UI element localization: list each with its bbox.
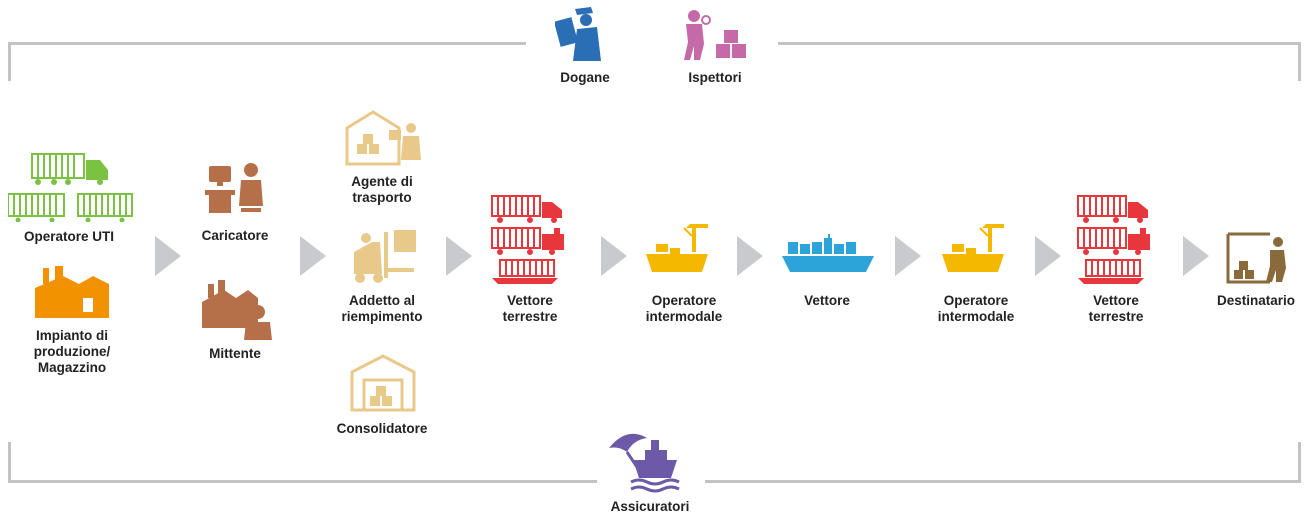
top-bracket-left [8,42,526,81]
flow-arrow-1 [155,236,181,276]
agent-warehouse-icon [345,110,421,166]
mittente-label: Mittente [209,346,261,361]
factory-icon [35,266,109,318]
vettore-terrestre-2-label: Vettore terrestre [1088,293,1144,324]
operatore-intermodale-1-label: Operatore intermodale [645,293,723,324]
land-carrier-icon-1 [491,195,564,284]
container-ship-icon [782,234,874,272]
operatore-intermodale-2-label: Operatore intermodale [937,293,1015,324]
flow-arrow-4 [601,236,627,276]
vettore-terrestre-1-label: Vettore terrestre [502,293,558,324]
flow-arrow-7 [1035,236,1061,276]
bottom-bracket-right [705,442,1301,483]
addetto-label: Addetto al riempimento [341,293,423,324]
caricatore-label: Caricatore [201,228,269,243]
inspector-icon [684,10,746,60]
top-bracket-right [778,42,1301,81]
insurer-umbrella-ship-icon [609,433,680,493]
flow-arrow-8 [1183,236,1209,276]
impianto-label: Impianto di produzione/ Magazzino [33,328,111,375]
shipper-desk-icon [205,163,263,213]
consolidatore-label: Consolidatore [336,421,428,436]
dogane-label: Dogane [560,70,610,85]
ispettori-label: Ispettori [688,70,742,85]
destinatario-label: Destinatario [1216,293,1296,308]
forklift-icon [354,230,416,283]
intermodal-crane-icon-2 [942,224,1004,272]
mittente-icon [202,280,272,340]
consolidator-warehouse-icon [350,354,416,412]
flow-arrow-5 [737,236,763,276]
bottom-bracket-left [8,442,597,483]
consignee-icon [1226,232,1286,284]
assicuratori-label: Assicuratori [610,499,690,514]
vettore-label: Vettore [804,293,850,308]
customs-officer-icon [555,7,601,61]
flow-arrow-6 [895,236,921,276]
intermodal-trains-icon [8,153,133,222]
flow-arrow-2 [300,236,326,276]
intermodal-crane-icon-1 [646,224,708,272]
flow-arrow-3 [446,236,472,276]
agente-label: Agente di trasporto [351,174,413,205]
land-carrier-icon-2 [1077,195,1150,284]
operatore-uti-label: Operatore UTI [23,229,115,244]
